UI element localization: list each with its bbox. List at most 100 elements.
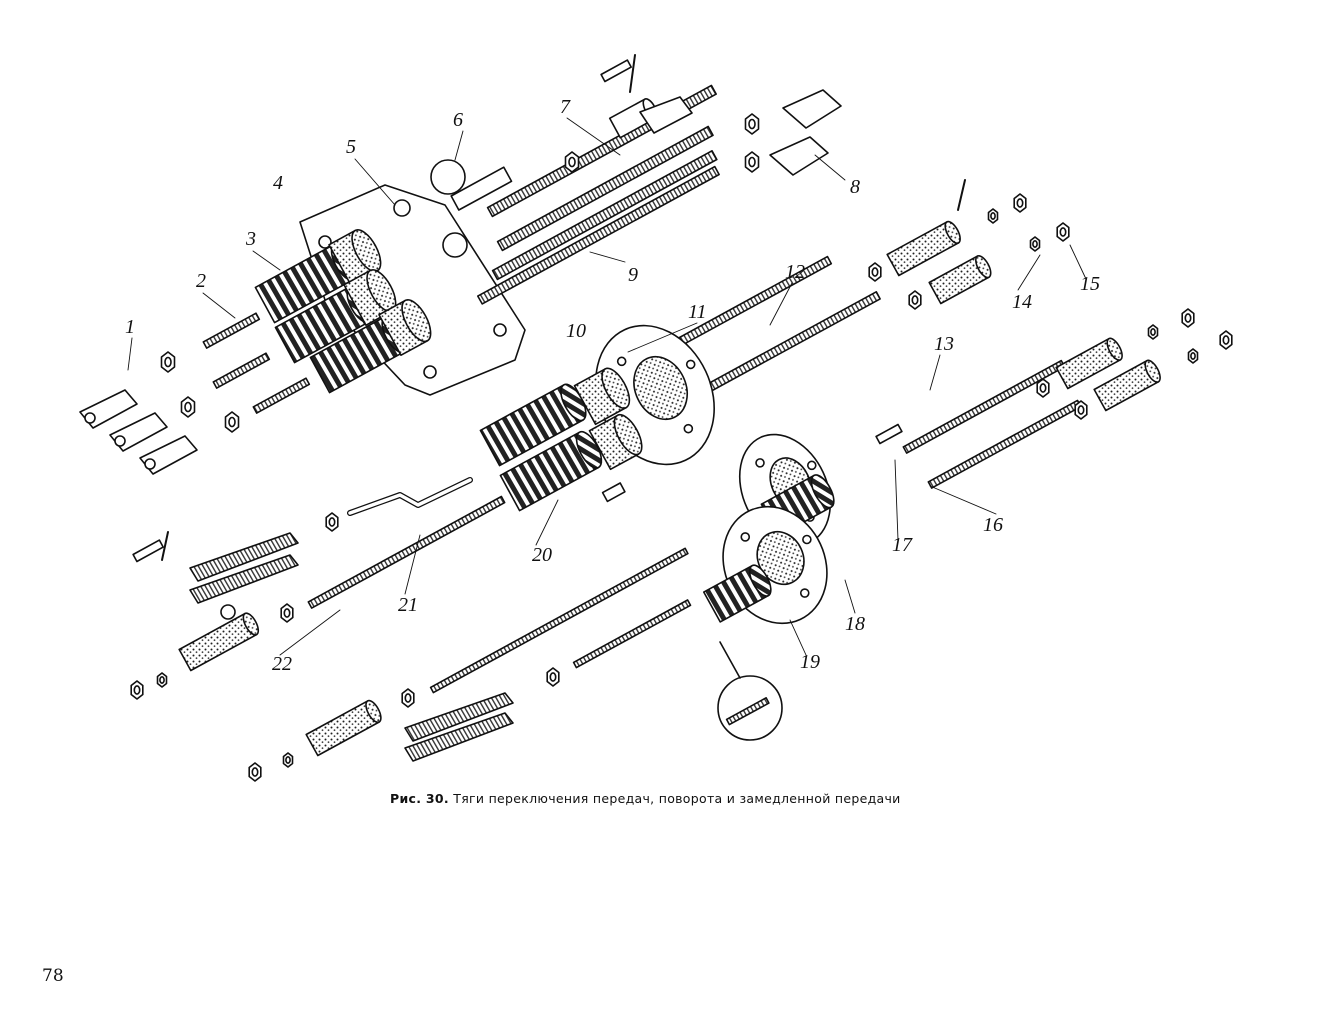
rod-highlight bbox=[573, 599, 689, 663]
nut-hole bbox=[748, 118, 756, 130]
part-label: 5 bbox=[346, 136, 356, 158]
mounting-flange-bolt-hole bbox=[616, 356, 627, 367]
cap-nut-hole bbox=[285, 756, 291, 764]
long-rod bbox=[902, 359, 1066, 454]
nut-hole bbox=[568, 156, 576, 168]
mounting-flange-bolt-hole bbox=[806, 460, 817, 471]
plate-hole bbox=[442, 232, 468, 258]
leader-line bbox=[566, 117, 621, 156]
leader-line bbox=[127, 337, 133, 371]
rod-highlight bbox=[212, 352, 267, 383]
cap-nut-hole bbox=[1190, 352, 1196, 360]
leader-line bbox=[844, 579, 856, 614]
part-label: 16 bbox=[983, 514, 1003, 536]
long-rod bbox=[307, 495, 506, 609]
leader-line bbox=[279, 609, 341, 656]
nut-hole bbox=[1039, 383, 1047, 393]
washer bbox=[220, 604, 236, 620]
part-label: 19 bbox=[800, 651, 820, 673]
nut-hole bbox=[911, 295, 919, 305]
adjuster-sleeve-end bbox=[242, 612, 260, 636]
rod-highlight bbox=[875, 424, 899, 437]
return-spring-end bbox=[748, 564, 772, 597]
clevis-pin-hole bbox=[114, 435, 126, 447]
leader-line bbox=[789, 619, 807, 656]
part-label: 6 bbox=[453, 109, 463, 131]
mounting-flange-bolt-hole bbox=[685, 359, 696, 370]
push-rod bbox=[212, 352, 271, 389]
leader-line bbox=[929, 354, 941, 391]
washer-disc bbox=[430, 159, 466, 195]
leader-line bbox=[769, 282, 793, 326]
nut-hole bbox=[164, 356, 172, 368]
spring-cap-end bbox=[401, 299, 432, 343]
plate-hole bbox=[318, 235, 332, 249]
nut-hole bbox=[549, 672, 557, 682]
rod-highlight bbox=[307, 496, 502, 603]
adjuster-sleeve-end bbox=[975, 254, 992, 279]
rod-highlight bbox=[726, 697, 767, 720]
rod-highlight bbox=[132, 539, 160, 555]
part-label: 3 bbox=[245, 228, 256, 250]
cotter-pin bbox=[161, 531, 169, 561]
plate-hole bbox=[423, 365, 437, 379]
rod-highlight bbox=[600, 59, 628, 75]
page-number: 78 bbox=[42, 966, 64, 986]
clevis-pin-hole bbox=[144, 458, 156, 470]
return-spring-end bbox=[810, 474, 835, 509]
leader-line bbox=[354, 158, 396, 206]
nut-hole bbox=[283, 608, 291, 618]
part-label: 21 bbox=[398, 594, 418, 616]
part-label: 15 bbox=[1080, 273, 1100, 295]
cap-nut-hole bbox=[1150, 328, 1156, 336]
lock-nut-hole bbox=[1222, 335, 1230, 345]
part-label: 12 bbox=[785, 261, 805, 283]
rod-highlight bbox=[602, 482, 621, 494]
nut-hole bbox=[228, 416, 236, 428]
leader-line bbox=[929, 485, 997, 515]
part-label: 13 bbox=[934, 333, 954, 355]
fork-rod bbox=[404, 692, 514, 742]
fork-rod bbox=[189, 554, 299, 604]
clevis-pin-hole bbox=[84, 412, 96, 424]
cranked-rod-inner bbox=[348, 478, 472, 515]
nut-hole bbox=[184, 401, 192, 413]
nut-hole bbox=[871, 267, 879, 277]
rod-highlight bbox=[927, 400, 1078, 483]
lock-nut-hole bbox=[1184, 313, 1192, 323]
nut-hole bbox=[1077, 405, 1085, 415]
mounting-flange-bolt-hole bbox=[740, 532, 751, 542]
angle-bracket bbox=[782, 89, 842, 129]
leader-line bbox=[589, 251, 626, 263]
part-label: 20 bbox=[532, 544, 552, 566]
push-rod bbox=[202, 312, 261, 349]
part-label: 4 bbox=[273, 172, 283, 194]
detail-leader-line bbox=[719, 641, 741, 679]
caption-prefix: Рис. 30. bbox=[390, 791, 449, 806]
long-rod bbox=[572, 599, 692, 669]
adjuster-sleeve-end bbox=[1106, 337, 1123, 361]
mounting-flange-hub bbox=[633, 355, 688, 421]
adjuster-sleeve-end bbox=[1144, 359, 1161, 383]
rod-highlight bbox=[430, 547, 686, 688]
fork-rod bbox=[189, 532, 299, 582]
clevis-pin bbox=[132, 539, 164, 563]
rod-highlight bbox=[252, 377, 307, 408]
cotter-pin bbox=[957, 179, 966, 211]
leader-line bbox=[627, 322, 698, 353]
spring-cap-end bbox=[601, 367, 631, 409]
nut-hole bbox=[404, 693, 412, 703]
rod-highlight bbox=[450, 166, 505, 197]
angle-bracket bbox=[769, 136, 829, 176]
part-label: 18 bbox=[845, 613, 865, 635]
leader-line bbox=[1017, 254, 1041, 291]
caption-text: Тяги переключения передач, поворота и за… bbox=[453, 791, 901, 806]
plate-hole bbox=[493, 323, 507, 337]
part-labels: 1 2 3 4 5 6 7 8 9 10 11 12 13 14 15 16 1… bbox=[125, 96, 1100, 675]
adjuster-sleeve-end bbox=[365, 699, 382, 724]
lock-nut-hole bbox=[133, 685, 141, 695]
cap-nut-hole bbox=[1032, 240, 1038, 248]
figure-caption: Рис. 30. Тяги переключения передач, пово… bbox=[390, 791, 1090, 806]
leader-line bbox=[404, 534, 421, 595]
cap-nut-hole bbox=[990, 212, 996, 220]
